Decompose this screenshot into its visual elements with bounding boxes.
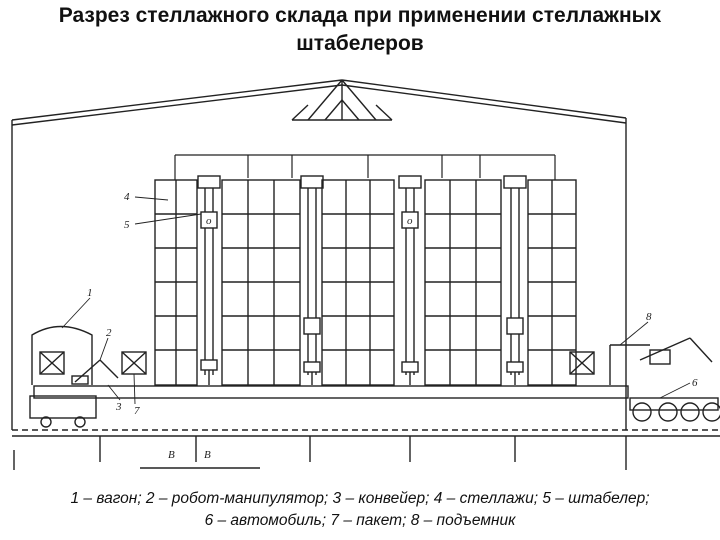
overhead-rails <box>174 154 556 180</box>
building-frame <box>11 79 627 430</box>
rack-block-3 <box>321 179 395 386</box>
lifter <box>609 337 713 385</box>
callout-1: 1 <box>87 287 93 299</box>
packages <box>121 351 595 375</box>
robot-manipulator <box>71 359 119 385</box>
crane-tag-2: о <box>407 215 413 227</box>
stacker-crane-3 <box>398 175 422 385</box>
figure-caption: 1 – вагон; 2 – робот-манипулятор; 3 – ко… <box>0 488 720 532</box>
stacker-crane-4 <box>503 175 527 385</box>
dimension-label-2: В <box>204 449 211 461</box>
callout-7: 7 <box>134 405 140 417</box>
callout-leaders <box>61 196 691 405</box>
crane-tag-1: о <box>206 215 212 227</box>
callout-4: 4 <box>124 191 130 203</box>
page-title: Разрез стеллажного склада при применении… <box>0 2 720 58</box>
stacker-crane-1 <box>197 175 221 385</box>
stacker-crane-2 <box>300 175 324 385</box>
rack-block-2 <box>221 179 301 386</box>
rack-block-1 <box>154 179 198 386</box>
callout-6: 6 <box>692 377 698 389</box>
callout-2: 2 <box>106 327 112 339</box>
warehouse-section-drawing: 1 2 3 4 5 6 7 8 В В о о <box>11 79 720 470</box>
rack-block-5 <box>527 179 577 386</box>
caption-line-2: 6 – автомобиль; 7 – пакет; 8 – подъемник <box>204 512 516 529</box>
truck <box>629 397 720 422</box>
callout-3: 3 <box>115 401 122 413</box>
title-line-2: штабелеров <box>296 32 424 55</box>
callout-5: 5 <box>124 219 130 231</box>
floor-and-conveyor <box>12 385 720 470</box>
title-line-1: Разрез стеллажного склада при применении… <box>58 4 662 27</box>
callout-8: 8 <box>646 311 652 323</box>
rack-block-4 <box>424 179 502 386</box>
wagon <box>29 325 97 428</box>
caption-line-1: 1 – вагон; 2 – робот-манипулятор; 3 – ко… <box>70 490 650 507</box>
dimension-label-1: В <box>168 449 175 461</box>
